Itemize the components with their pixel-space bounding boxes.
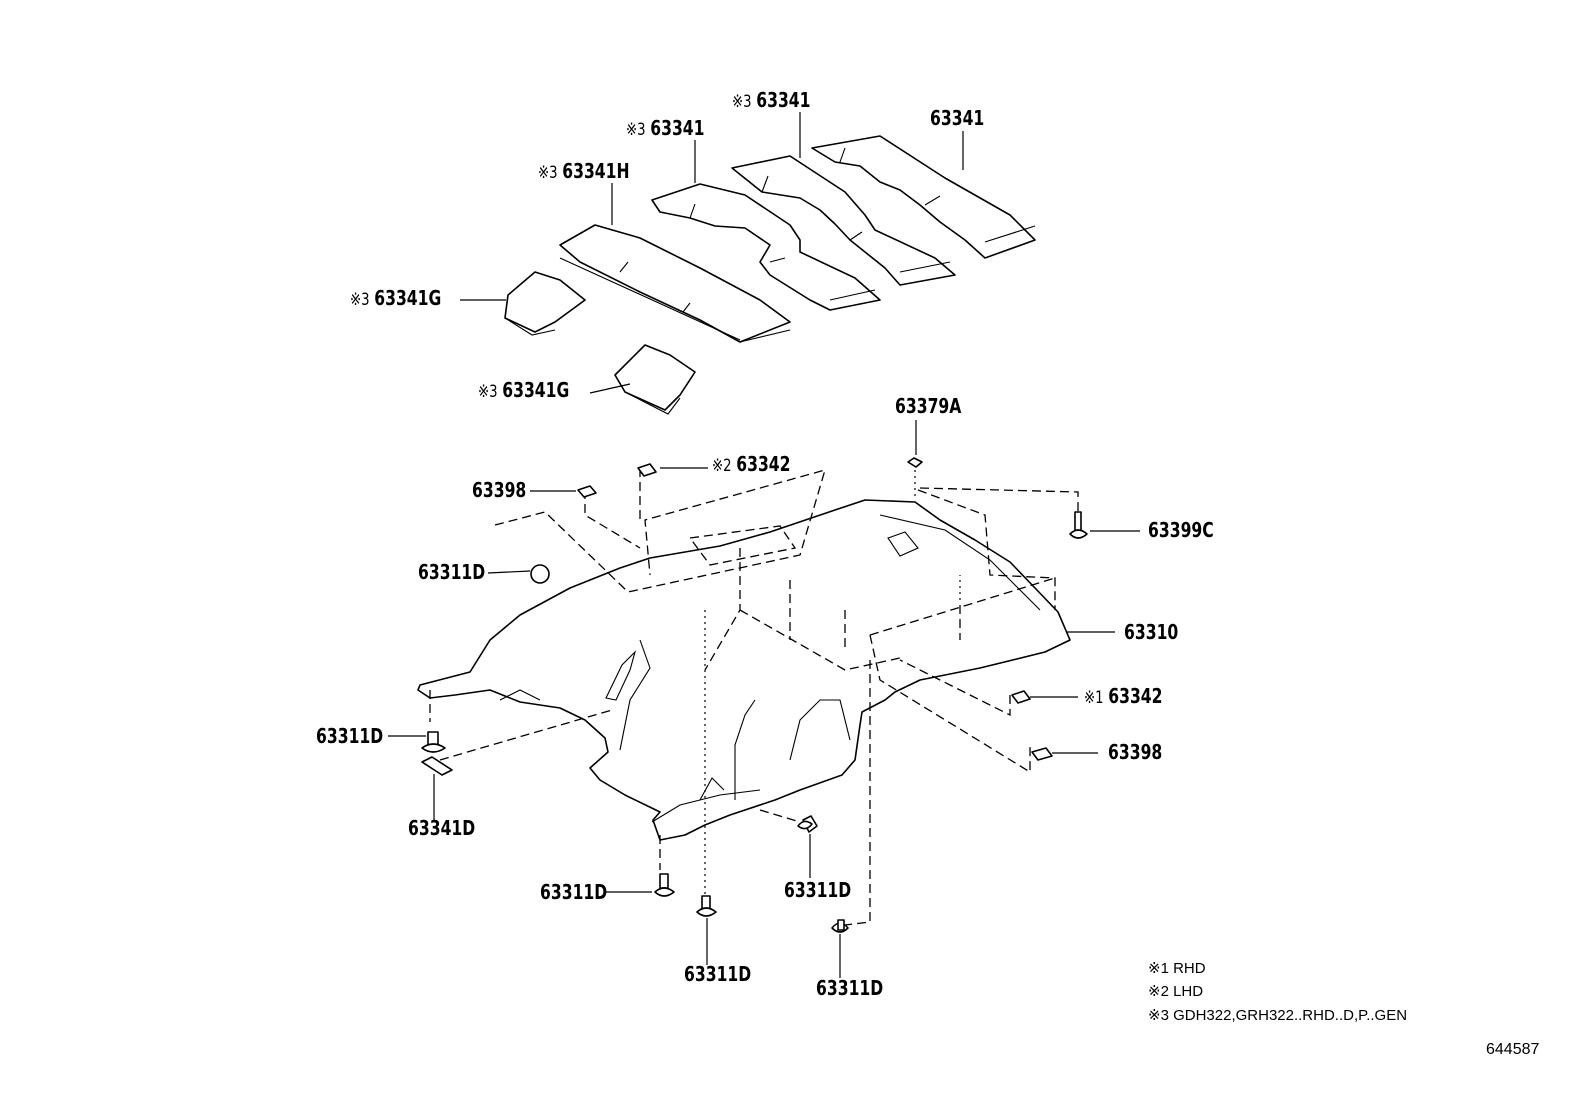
legend-note-gen: ※3 GDH322,GRH322..RHD..D,P..GEN xyxy=(1148,1007,1408,1024)
label-63379a: 63379A xyxy=(895,394,962,418)
pad-63341-right xyxy=(811,135,1036,259)
clip-63341d xyxy=(421,756,453,820)
clip-63311d-3 xyxy=(606,873,675,897)
label-63311d-6: 63311D xyxy=(816,976,884,1000)
label-63341d: 63341D xyxy=(408,816,476,840)
label-63341-right: 63341 xyxy=(930,106,985,130)
screw-63399c xyxy=(1069,511,1140,539)
pad-63341-top xyxy=(731,155,956,286)
clip-63379a xyxy=(907,420,923,468)
pad-63341g-1 xyxy=(504,271,586,336)
pad-63398-right xyxy=(1031,747,1098,761)
clip-63311d-5 xyxy=(696,895,717,965)
label-63311d-3: 63311D xyxy=(540,880,608,904)
pad-63341h xyxy=(559,224,791,343)
figure-number: 644587 xyxy=(1486,1041,1540,1058)
label-63311d-1: 63311D xyxy=(418,560,486,584)
clip-63342-lhd xyxy=(637,463,708,477)
label-63311d-4: 63311D xyxy=(784,878,852,902)
pad-63341-mid xyxy=(651,183,881,311)
label-63398-right: 63398 xyxy=(1108,740,1163,764)
label-63399c: 63399C xyxy=(1148,518,1214,542)
label-63398-left: 63398 xyxy=(472,478,527,502)
label-63311d-2: 63311D xyxy=(316,724,384,748)
clip-63311d-1 xyxy=(487,564,550,584)
pad-leaders xyxy=(460,112,964,394)
clip-63311d-4 xyxy=(797,815,818,878)
clip-63311d-2 xyxy=(388,731,446,753)
clip-63342-rhd xyxy=(1011,690,1078,704)
pad-63398-left xyxy=(530,485,597,498)
legend-note-lhd: ※2 LHD xyxy=(1148,983,1204,1000)
dashed-guides xyxy=(429,468,1079,926)
label-63310: 63310 xyxy=(1124,620,1179,644)
pad-63341g-2 xyxy=(614,344,696,415)
headliner-63310 xyxy=(417,499,1071,841)
legend-note-rhd: ※1 RHD xyxy=(1148,960,1206,977)
label-63311d-5: 63311D xyxy=(684,962,752,986)
clip-63311d-6 xyxy=(831,919,849,978)
